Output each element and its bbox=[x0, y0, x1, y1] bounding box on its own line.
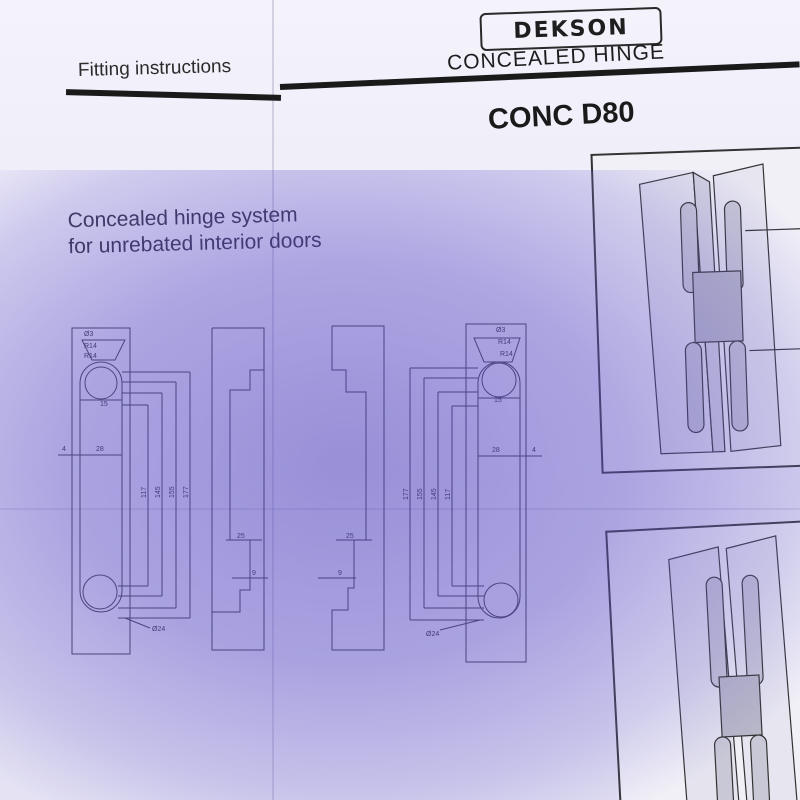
right-profile-dim-9: 9 bbox=[338, 570, 342, 577]
left-radius-b-label: R14 bbox=[84, 353, 97, 360]
left-hole-label: Ø3 bbox=[84, 331, 93, 338]
right-profile-drawing: 25 9 bbox=[318, 325, 385, 651]
right-hole-label: Ø3 bbox=[496, 327, 505, 334]
left-profile-dim-25: 25 bbox=[237, 533, 245, 540]
right-profile-dim-25: 25 bbox=[346, 533, 354, 540]
left-profile-drawing: 25 9 bbox=[211, 327, 268, 651]
left-dim-155: 155 bbox=[169, 486, 176, 498]
left-upper-circle bbox=[84, 366, 118, 400]
left-dim-145: 145 bbox=[155, 486, 162, 498]
right-radius-a-label: R14 bbox=[498, 339, 511, 346]
right-door-edge bbox=[465, 323, 527, 663]
right-dim-177: 177 bbox=[403, 488, 410, 500]
right-dim-4: 4 bbox=[532, 447, 536, 454]
right-hinge-drawing: Ø3 R14 R14 15 28 4 177 155 145 117 Ø24 bbox=[403, 323, 542, 663]
left-hinge-drawing: Ø3 R14 R14 15 4 28 117 145 155 177 Ø24 bbox=[58, 327, 191, 655]
left-dim-177: 177 bbox=[183, 486, 190, 498]
left-dim-28: 28 bbox=[96, 446, 104, 453]
right-dim-15: 15 bbox=[494, 397, 502, 404]
right-dim-24: Ø24 bbox=[426, 631, 439, 638]
right-upper-circle bbox=[481, 362, 517, 398]
right-radius-b-label: R14 bbox=[500, 351, 513, 358]
right-dim-145: 145 bbox=[431, 488, 438, 500]
left-dim-117: 117 bbox=[141, 487, 148, 498]
left-dim-4: 4 bbox=[62, 446, 66, 453]
left-lower-circle bbox=[82, 574, 118, 610]
right-hole-callout bbox=[473, 337, 521, 363]
left-dim-15: 15 bbox=[100, 401, 108, 408]
right-dim-117: 117 bbox=[445, 489, 452, 500]
right-lower-circle bbox=[483, 582, 519, 618]
left-dim-24: Ø24 bbox=[152, 626, 165, 633]
right-dim-155: 155 bbox=[417, 488, 424, 500]
left-profile-dim-9: 9 bbox=[252, 570, 256, 577]
right-dim-28: 28 bbox=[492, 447, 500, 454]
hinge-illustration-closed bbox=[605, 519, 800, 800]
hinge-illustration-open bbox=[590, 146, 800, 474]
left-radius-a-label: R14 bbox=[84, 343, 97, 350]
